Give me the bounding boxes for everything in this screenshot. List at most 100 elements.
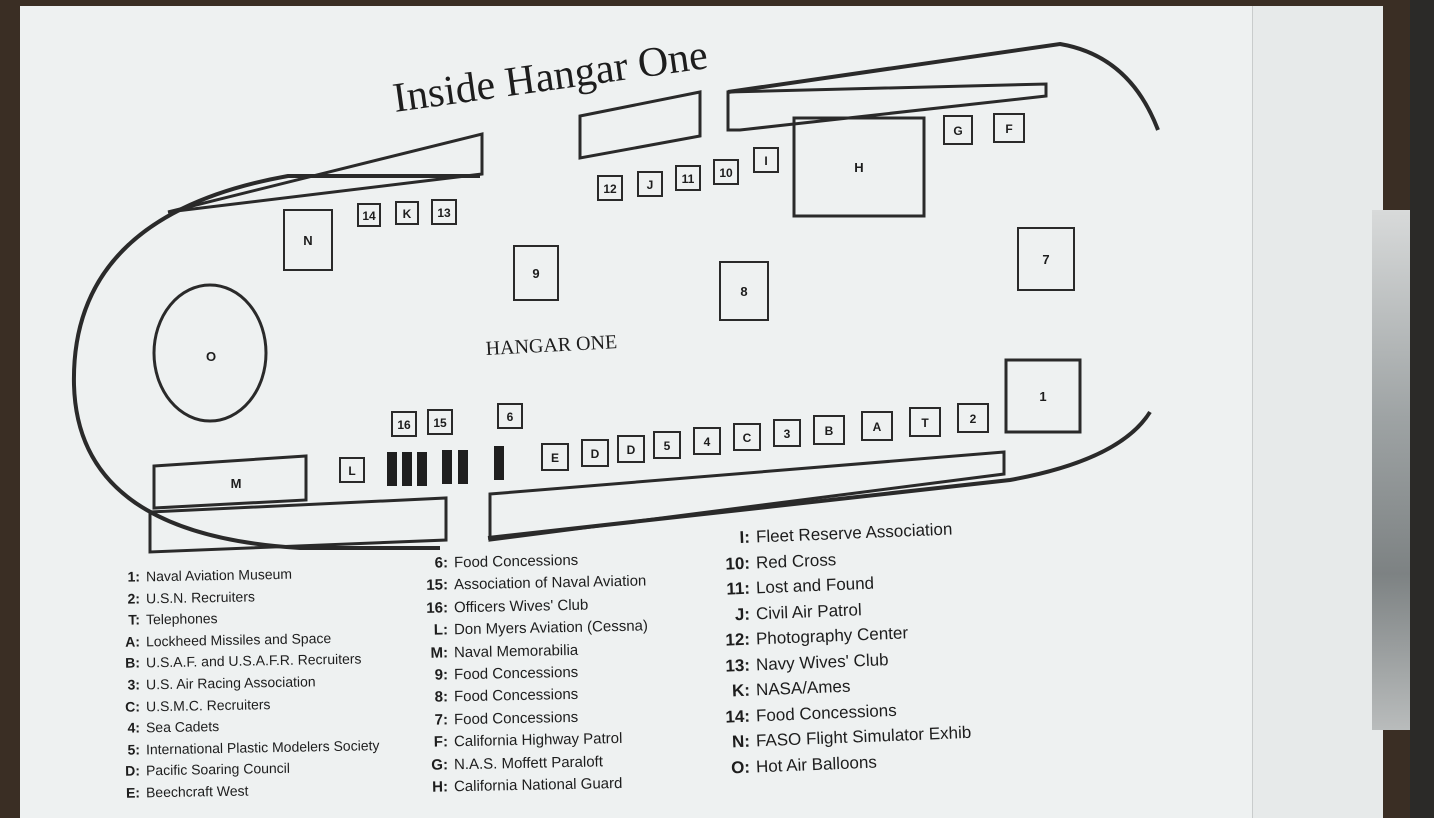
booth-label: D (591, 447, 600, 461)
booth-M-outline (152, 454, 308, 510)
booth-3: 3 (773, 419, 801, 447)
booth-label: I (764, 154, 767, 168)
booth-box (993, 113, 1025, 143)
booth-N: N (283, 209, 333, 271)
booth-14: 14 (357, 203, 381, 227)
legend-key: K: (731, 680, 751, 701)
legend-key: C: (125, 698, 141, 715)
legend-text: Association of Naval Aviation (453, 572, 647, 594)
booth-16: 16 (391, 411, 417, 437)
booth-10: 10 (713, 159, 739, 185)
legend-key: D: (125, 762, 141, 780)
booth-box (637, 171, 663, 197)
booth-label: 3 (784, 427, 791, 441)
legend-key: 13: (725, 655, 751, 676)
legend-key: M: (430, 643, 449, 662)
booth-box (597, 175, 623, 201)
legend-key: H: (431, 778, 449, 796)
booth-box (581, 439, 609, 467)
booth-label: 5 (664, 439, 671, 453)
booth-12: 12 (597, 175, 623, 201)
legend-item: H:California National Guard (418, 774, 623, 796)
hangar-label: HANGAR ONE (485, 331, 618, 360)
booth-box (773, 419, 801, 447)
wall-bottom-left (148, 496, 448, 554)
booth-label: 7 (1042, 252, 1049, 267)
legend-text: N.A.S. Moffett Paraloft (453, 752, 604, 773)
booth-box (617, 435, 645, 463)
booth-label: H (854, 160, 863, 175)
legend-key: 11: (725, 578, 751, 599)
legend-text: Navy Wives' Club (755, 649, 889, 674)
booth-box (283, 209, 333, 271)
booth-D: D (617, 435, 645, 463)
legend-text: Hot Air Balloons (755, 752, 878, 776)
booth-box (653, 431, 681, 459)
legend-text: Food Concessions (453, 663, 579, 684)
booth-C: C (733, 423, 761, 451)
legend-text: Food Concessions (453, 708, 579, 729)
booth-E: E (541, 443, 569, 471)
legend-item: D:Pacific Soaring Council (110, 760, 290, 780)
booth-O: O (206, 349, 216, 364)
paper-page (20, 6, 1380, 818)
booth-box (431, 199, 457, 225)
booth-label: 4 (704, 435, 711, 449)
booth-box (792, 116, 926, 218)
booth-label: 13 (437, 206, 451, 220)
booth-box (693, 427, 721, 455)
legend-key: 3: (127, 676, 141, 693)
legend-text: Don Myers Aviation (Cessna) (453, 617, 649, 639)
booth-box (1017, 227, 1075, 291)
booth-box (513, 245, 559, 301)
legend-key: 12: (725, 629, 751, 650)
book-edge (1410, 0, 1434, 818)
booth-label: 2 (970, 412, 977, 426)
booth-F: F (993, 113, 1025, 143)
legend-text: Food Concessions (755, 700, 898, 725)
booth-label: J (647, 178, 654, 192)
wall-top-left (167, 132, 484, 214)
booth-J: J (637, 171, 663, 197)
booth-6: 6 (497, 403, 523, 429)
booth-label: 10 (719, 166, 733, 180)
legend-text: Lost and Found (755, 573, 875, 598)
booth-box (497, 403, 523, 429)
legend-item: M:Naval Memorabilia (418, 641, 578, 662)
booth-label: K (403, 207, 412, 221)
legend-key: 16: (426, 599, 449, 617)
booth-G: G (943, 115, 973, 145)
legend-key: I: (739, 527, 751, 548)
legend-item: 16:Officers Wives' Club (418, 596, 588, 617)
booth-box (957, 403, 989, 433)
booth-label: 14 (362, 209, 376, 223)
legend-text: California National Guard (453, 774, 623, 796)
booth-box (1004, 358, 1082, 434)
booth-label: 11 (682, 172, 695, 186)
booth-15: 15 (427, 409, 453, 435)
legend-key: B: (125, 654, 141, 672)
legend-key: 14: (725, 706, 751, 727)
booth-9: 9 (513, 245, 559, 301)
legend-key: 5: (127, 741, 141, 758)
booth-label: A (873, 420, 882, 434)
booth-box (733, 423, 761, 451)
legend-key: 1: (127, 568, 141, 585)
booth-I: I (753, 147, 779, 173)
booth-label: 6 (507, 410, 514, 424)
booth-4: 4 (693, 427, 721, 455)
booth-H: H (792, 116, 926, 218)
booth-label: C (743, 431, 752, 445)
legend-key: 8: (434, 688, 449, 707)
booth-label: T (921, 416, 929, 430)
legend-key: F: (433, 733, 449, 751)
booth-label: L (348, 464, 355, 478)
legend-key: N: (731, 731, 751, 752)
legend-item: 8:Food Concessions (418, 686, 578, 707)
booth-box (357, 203, 381, 227)
legend-key: T: (128, 611, 141, 628)
legend-text: NASA/Ames (755, 676, 851, 700)
booth-label: 12 (603, 182, 617, 196)
